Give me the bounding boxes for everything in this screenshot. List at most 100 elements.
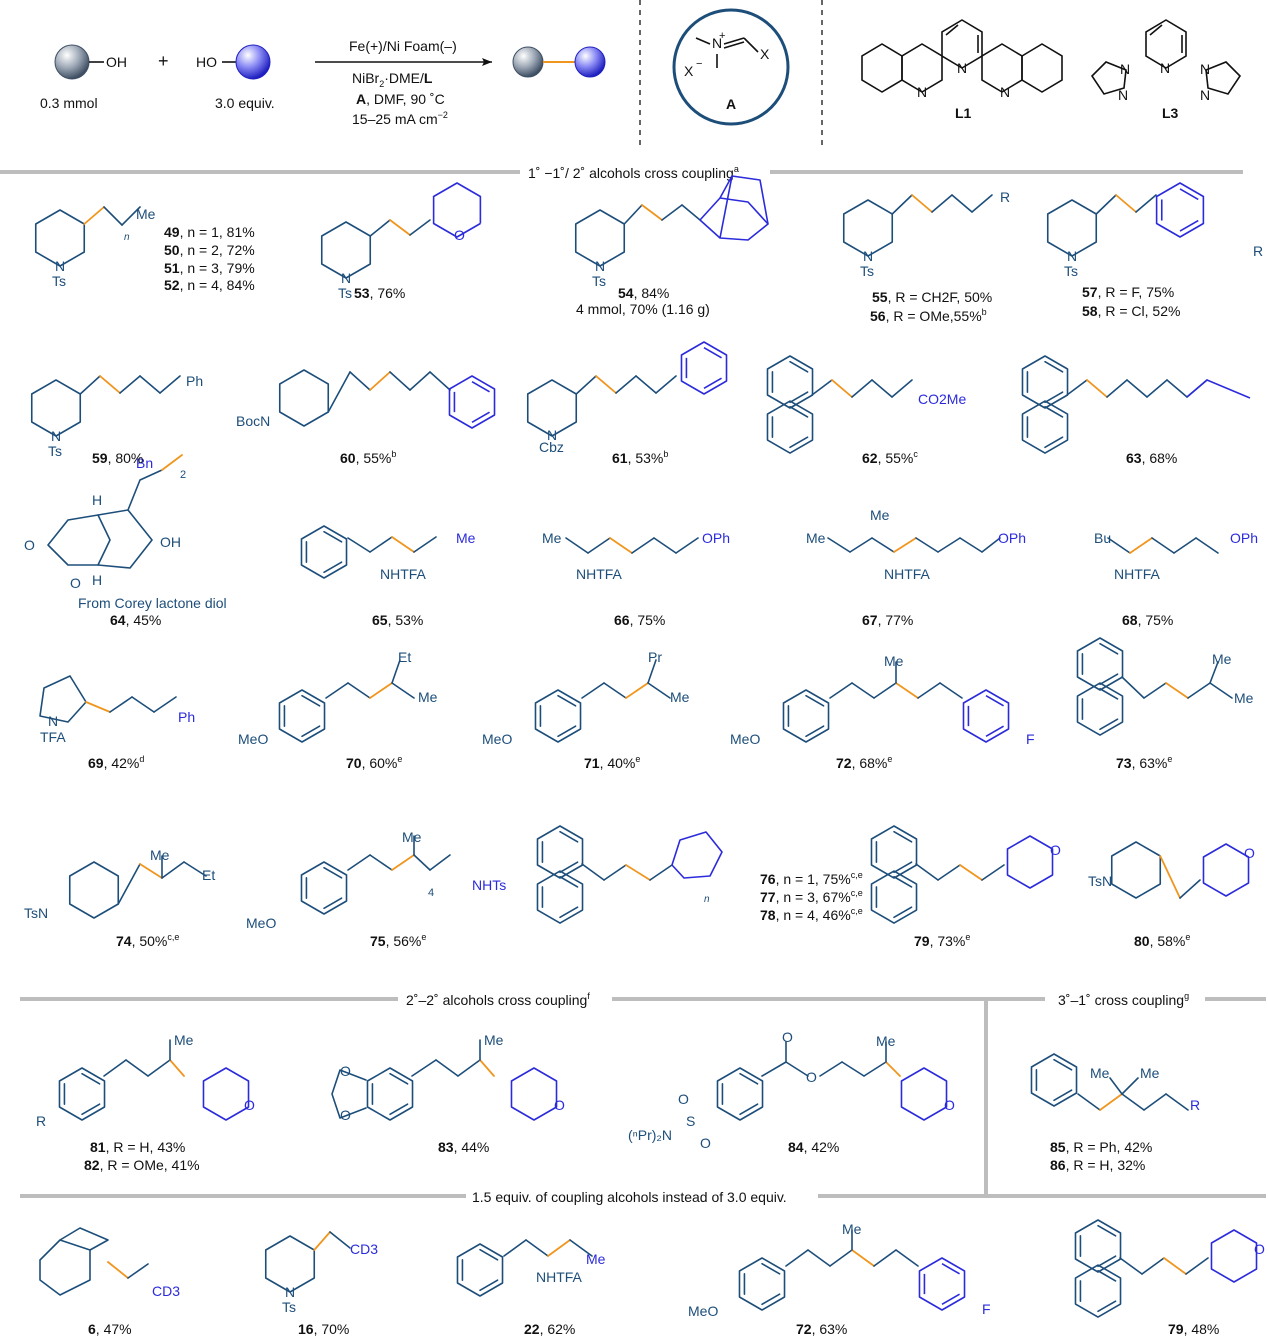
atom-label: Cbz (539, 439, 564, 455)
footnote-marker: e (421, 932, 426, 942)
svg-text:N: N (1200, 61, 1210, 77)
atom-label: MeO (482, 731, 512, 747)
yield-label: 67, 77% (862, 612, 913, 628)
compound-number: 64 (110, 612, 126, 628)
atom-label: F (1026, 731, 1035, 747)
yield-label: 86, R = H, 32% (1050, 1157, 1145, 1173)
compound-number: 66 (614, 612, 630, 628)
yield-label: 77, n = 3, 67%c,e (760, 888, 863, 905)
corey-lactone-note: From Corey lactone diol (78, 595, 227, 611)
footnote-marker: c,e (167, 932, 179, 942)
compound-number: 54 (618, 285, 634, 301)
compound-6: CD3 (39, 1227, 180, 1299)
atom-label: Et (398, 649, 411, 665)
yield-label: 64, 45% (110, 612, 161, 628)
footnote-marker: c,e (851, 906, 863, 916)
atom-label: Me (1090, 1065, 1110, 1081)
atom-label: Me (542, 530, 562, 546)
atom-label: Me (150, 847, 170, 863)
yield-text: , n = 4, 46% (776, 907, 851, 923)
svg-text:−: − (696, 58, 702, 70)
yield-text: , 62% (540, 1321, 576, 1337)
atom-label: Me (174, 1032, 194, 1048)
yield-text: , 42% (804, 1139, 840, 1155)
compound-number: 60 (340, 450, 356, 466)
atom-label: O (1254, 1241, 1265, 1257)
yield-text: , R = OMe,55% (886, 308, 982, 324)
atom-label: Bn (136, 455, 153, 471)
atom-label: Me (876, 1033, 896, 1049)
atom-label: Me (484, 1032, 504, 1048)
footnote-marker: e (397, 754, 402, 764)
yield-label: 84, 42% (788, 1139, 839, 1155)
atom-label: N (863, 248, 873, 264)
atom-label: R (1253, 243, 1263, 259)
atom-label: Me (136, 206, 156, 222)
svg-text:N: N (917, 84, 927, 100)
compound-number: 52 (164, 277, 180, 293)
yield-text: , n = 1, 81% (180, 224, 255, 240)
yield-text: , 45% (126, 612, 162, 628)
yield-text: , 75% (1138, 612, 1174, 628)
atom-label: Ts (592, 273, 606, 289)
yield-text: , n = 4, 84% (180, 277, 255, 293)
yield-text: , 53% (628, 450, 664, 466)
yield-text: , 68% (852, 755, 888, 771)
reagent-a-circle (672, 8, 790, 126)
atom-label: MeO (730, 731, 760, 747)
svg-text:X: X (684, 63, 694, 79)
yield-label: 55, R = CH2F, 50% (872, 289, 992, 305)
compound-number: 84 (788, 1139, 804, 1155)
compound-62: CO2Me (766, 355, 966, 454)
yield-text: , 70% (314, 1321, 350, 1337)
yield-text: , R = H, 32% (1066, 1157, 1146, 1173)
compound-number: 65 (372, 612, 388, 628)
section-title-4: 1.5 equiv. of coupling alcohols instead … (472, 1189, 787, 1205)
atom-label: TsN (24, 905, 48, 921)
yield-label: 85, R = Ph, 42% (1050, 1139, 1152, 1155)
yield-label: 81, R = H, 43% (90, 1139, 185, 1155)
compound-number: 74 (116, 933, 132, 949)
atom-label: Bu (1094, 530, 1111, 546)
atom-label: O (1050, 842, 1061, 858)
blue-sphere-icon (235, 44, 271, 80)
yield-text: , 77% (878, 612, 914, 628)
yield-label: 61, 53%b (612, 449, 668, 466)
yield-label: 83, 44% (438, 1139, 489, 1155)
footnote-marker: e (635, 754, 640, 764)
compound-number: 73 (1116, 755, 1132, 771)
yield-label: 68, 75% (1122, 612, 1173, 628)
ligand-l3-label: L3 (1162, 105, 1179, 121)
svg-text:N: N (1000, 84, 1010, 100)
atom-label: Ph (186, 373, 203, 389)
yield-text: , R = OMe, 41% (100, 1157, 200, 1173)
atom-label: N (595, 258, 605, 274)
atom-label: R (1000, 189, 1010, 205)
atom-label: TsN (1088, 873, 1112, 889)
atom-label: S (686, 1113, 695, 1129)
yield-text: , 42% (104, 755, 140, 771)
yield-label: 22, 62% (524, 1321, 575, 1337)
atom-label: N (48, 713, 58, 729)
condition-solvent: A, DMF, 90 ˚C (356, 91, 445, 107)
atom-label: Me (1234, 690, 1254, 706)
yield-label: 73, 63%e (1116, 754, 1172, 771)
yield-label: 70, 60%e (346, 754, 402, 771)
yield-text: , n = 2, 72% (180, 242, 255, 258)
reactant-right-amount: 3.0 equiv. (215, 95, 275, 111)
atom-label: NHTs (472, 877, 506, 893)
atom-label: Ts (52, 273, 66, 289)
yield-text: , 48% (1184, 1321, 1220, 1337)
yield-label: 50, n = 2, 72% (164, 242, 255, 258)
yield-labels: 49, n = 1, 81%50, n = 2, 72%51, n = 3, 7… (84, 224, 1219, 1337)
compound-number: 67 (862, 612, 878, 628)
atom-label: O (454, 227, 465, 243)
compound-number: 80 (1134, 933, 1150, 949)
yield-label: 76, n = 1, 75%c,e (760, 870, 863, 887)
